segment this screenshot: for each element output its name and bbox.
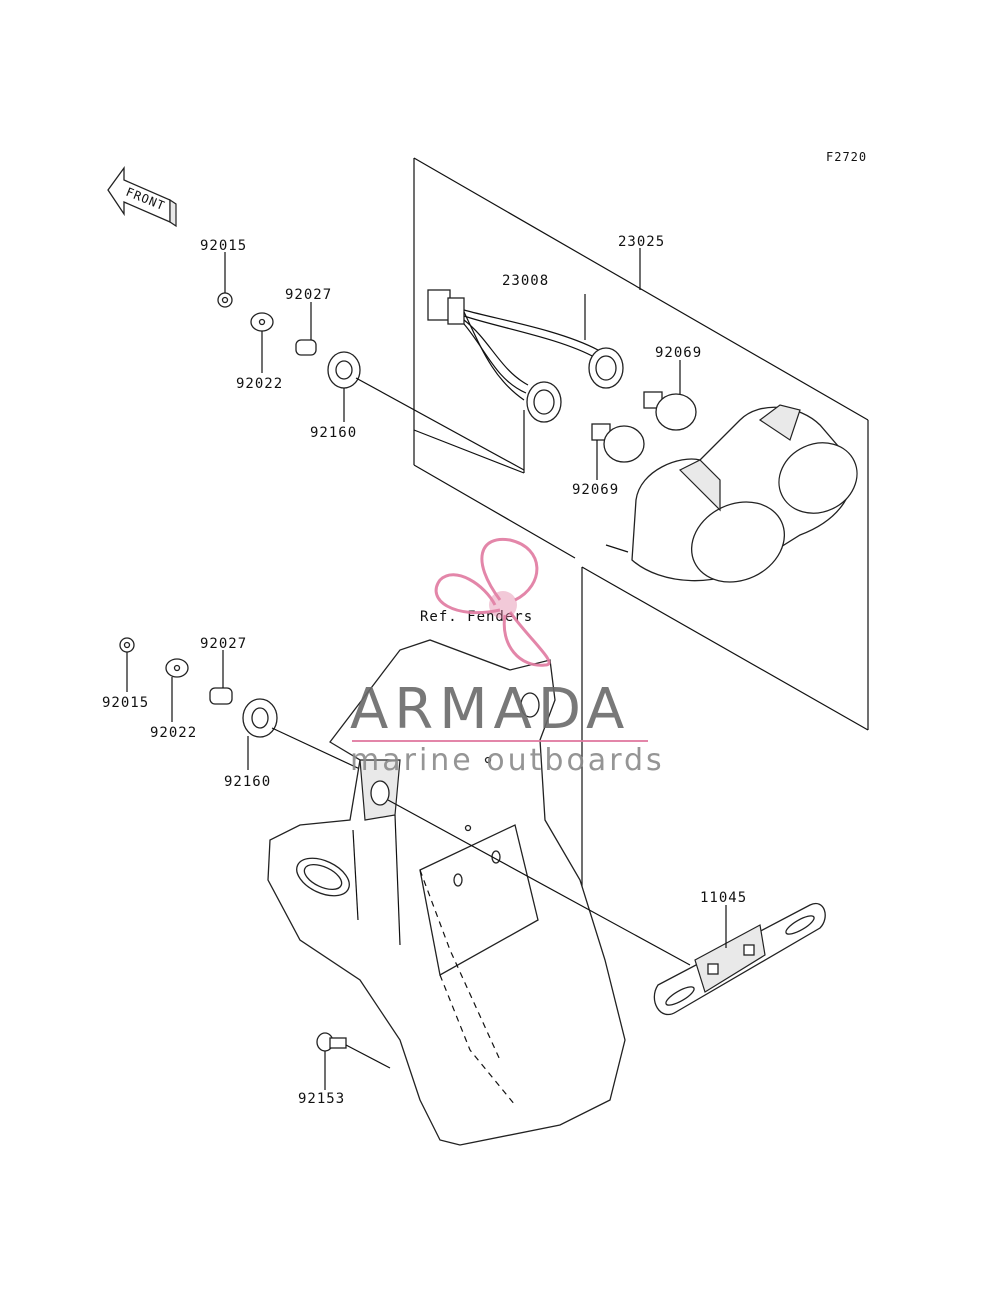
label-92022-left: 92022 (150, 725, 197, 741)
front-arrow-icon: FRONT (107, 166, 177, 228)
label-92022-top: 92022 (236, 376, 283, 392)
leader-lines (126, 248, 727, 1090)
nut-92015-top (217, 292, 233, 308)
grommet-92160-top (327, 351, 361, 389)
label-23025: 23025 (618, 234, 665, 250)
label-92015-top: 92015 (200, 238, 247, 254)
tail-light-housing (605, 404, 858, 583)
washer-92022-left (165, 658, 189, 678)
harness-frame (413, 410, 525, 474)
figure-code: F2720 (826, 150, 867, 164)
watermark-logo: ARMADA marine outboards (350, 537, 665, 778)
watermark-brand: ARMADA (350, 677, 630, 742)
assembly-frame (413, 157, 869, 990)
nut-92015-left (119, 637, 135, 653)
collar-92027-left (209, 687, 233, 705)
label-92069-bottom: 92069 (572, 482, 619, 498)
label-92015-left: 92015 (102, 695, 149, 711)
label-92069-top: 92069 (655, 345, 702, 361)
washer-92022-top (250, 312, 274, 332)
label-11045: 11045 (700, 890, 747, 906)
collar-92027-top (295, 339, 317, 356)
label-92027-top: 92027 (285, 287, 332, 303)
propeller-icon (434, 537, 551, 667)
label-23008: 23008 (502, 273, 549, 289)
label-92027-left: 92027 (200, 636, 247, 652)
label-92153: 92153 (298, 1091, 345, 1107)
label-92160-left: 92160 (224, 774, 271, 790)
bolt-92153 (316, 1032, 347, 1052)
rear-fender (267, 639, 626, 1146)
wiring-harness (427, 289, 624, 423)
watermark-tagline: marine outboards (350, 743, 665, 778)
bulb-bottom (591, 423, 645, 463)
label-92160-top: 92160 (310, 425, 357, 441)
license-bracket (653, 902, 826, 1015)
grommet-92160-left (242, 698, 278, 738)
bulb-top (643, 391, 697, 431)
